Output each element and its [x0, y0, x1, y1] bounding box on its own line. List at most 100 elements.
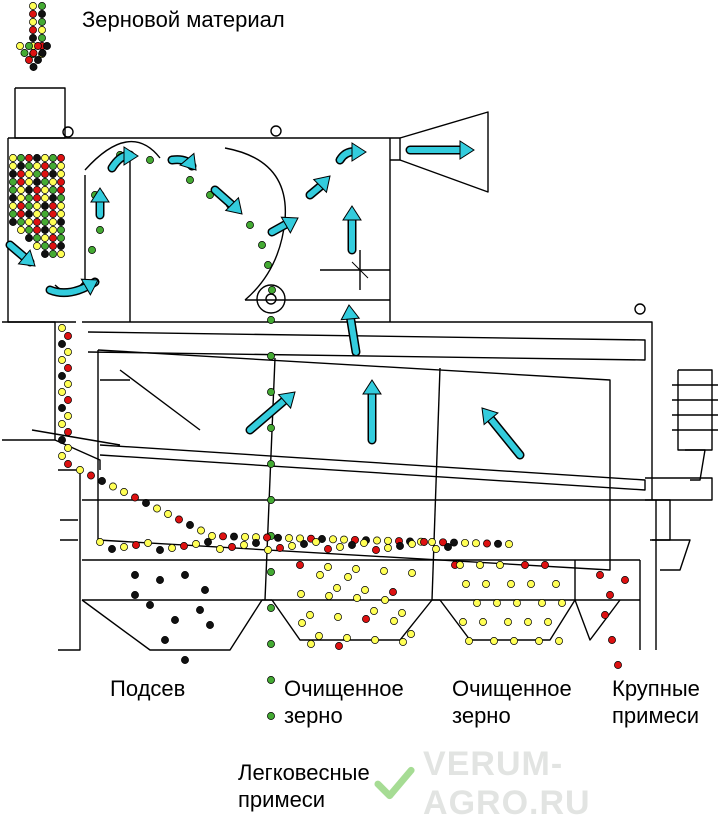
- clean-grain-particle: [465, 637, 473, 645]
- hopper-grain-particle: [41, 178, 49, 186]
- light-impurity-particle: [206, 191, 214, 199]
- fan-outlet-joint: [390, 137, 401, 161]
- hopper-grain-particle: [57, 210, 65, 218]
- hopper-grain-particle: [41, 186, 49, 194]
- light-impurity-particle: [267, 640, 275, 648]
- falling-grain-particle: [58, 324, 66, 332]
- clean-grain-particle: [325, 592, 333, 600]
- hopper-grain-particle: [25, 202, 33, 210]
- hopper-grain-particle: [17, 226, 25, 234]
- drive-coupling: [645, 477, 713, 501]
- clean-grain-particle: [298, 619, 306, 627]
- clean-grain-particle: [555, 637, 563, 645]
- input-grain-particle: [29, 10, 37, 18]
- sieve-grain-particle: [164, 510, 172, 518]
- drive-base: [650, 539, 691, 571]
- sieve-grain-particle: [444, 543, 452, 551]
- clean-grain-particle: [297, 590, 305, 598]
- hopper-grain-particle: [41, 234, 49, 242]
- hopper-grain-particle: [25, 210, 33, 218]
- input-grain-particle: [20, 49, 29, 57]
- hopper-grain-particle: [33, 154, 41, 162]
- sieve-grain-particle: [285, 534, 293, 543]
- clean-grain-particle: [527, 580, 535, 588]
- hopper-grain-particle: [57, 242, 65, 250]
- light-impurity-particle: [267, 604, 275, 612]
- hopper-grain-particle: [41, 154, 49, 162]
- hopper-grain-particle: [49, 186, 57, 194]
- large-impurity-particle: [596, 571, 604, 579]
- sieve-grain-particle: [324, 545, 332, 553]
- light-impurity-particle: [96, 226, 104, 234]
- sieve-grain-particle: [264, 546, 272, 554]
- sieve-grain-particle: [494, 539, 502, 548]
- sieve-grain-particle: [329, 535, 337, 544]
- hopper-grain-particle: [57, 194, 65, 202]
- input-grain-particle: [38, 18, 46, 26]
- sieve-grain-particle: [132, 541, 140, 549]
- hopper-grain-particle: [33, 170, 41, 178]
- clean-grain-particle: [370, 607, 378, 615]
- mounting-lug: [62, 126, 74, 138]
- sieve-grain-particle: [384, 536, 392, 545]
- undersize-particle: [161, 636, 169, 644]
- undersize-particle: [206, 621, 214, 629]
- hopper-grain-particle: [17, 202, 25, 210]
- undersize-particle: [181, 571, 189, 579]
- aspiration-duct-curve: [84, 140, 161, 171]
- sieve-grain-particle: [300, 540, 308, 548]
- sieve-grain-particle: [96, 538, 104, 546]
- drive-support: [652, 499, 671, 541]
- sieve-grain-particle: [450, 538, 458, 547]
- falling-grain-particle: [64, 412, 72, 420]
- undersize-particle: [131, 571, 139, 579]
- air-arrow-head: [351, 142, 367, 162]
- clean-grain-particle: [524, 618, 532, 626]
- hopper-grain-particle: [33, 234, 41, 242]
- hopper-grain-particle: [25, 234, 33, 242]
- hopper-grain-particle: [41, 202, 49, 210]
- light-impurity-particle: [186, 176, 194, 184]
- label-clean-grain-1-line1: Очищенное: [284, 676, 404, 701]
- hopper-grain-particle: [33, 210, 41, 218]
- sieve-grain-particle: [108, 545, 116, 553]
- clean-grain-particle: [538, 599, 546, 607]
- settling-chamber-curve: [224, 147, 287, 301]
- sieve-grain-particle: [109, 482, 117, 491]
- hopper-grain-particle: [9, 218, 17, 226]
- hopper-grain-particle: [25, 226, 33, 234]
- light-impurity-particle: [267, 352, 275, 360]
- air-arrow-head: [342, 205, 362, 221]
- sieve-grain-particle: [144, 539, 152, 547]
- light-impurity-particle: [267, 712, 275, 720]
- clean-grain-particle: [521, 561, 529, 569]
- sieve-grain-particle: [228, 543, 236, 551]
- sieve-grain-particle: [98, 477, 106, 485]
- motor-bracket: [685, 449, 706, 481]
- hopper-grain-particle: [17, 210, 25, 218]
- clean-grain-particle: [493, 599, 501, 607]
- undersize-particle: [171, 616, 179, 624]
- input-grain-particle: [16, 42, 24, 50]
- inlet-hopper: [14, 87, 66, 139]
- falling-grain-particle: [64, 460, 72, 468]
- light-impurity-particle: [267, 496, 275, 504]
- input-grain-particle: [29, 63, 38, 71]
- sieve-grain-particle: [432, 545, 440, 553]
- hopper-grain-particle: [33, 218, 41, 226]
- sieve-grain-particle: [208, 532, 216, 540]
- hopper-grain-particle: [57, 218, 65, 226]
- clean-grain-particle: [459, 618, 467, 626]
- air-damper-blade: [351, 261, 369, 279]
- upper-sieve-slope: [119, 369, 201, 431]
- clean-grain-particle: [334, 613, 342, 621]
- clean-grain-particle: [344, 573, 352, 581]
- clean-grain-particle: [390, 617, 398, 625]
- hopper-grain-particle: [57, 250, 65, 258]
- large-impurity-particle: [608, 636, 616, 644]
- hopper-grain-particle: [41, 210, 49, 218]
- sieve-grain-particle: [186, 521, 194, 529]
- air-arrow-head: [90, 187, 110, 203]
- hopper-grain-particle: [33, 242, 41, 250]
